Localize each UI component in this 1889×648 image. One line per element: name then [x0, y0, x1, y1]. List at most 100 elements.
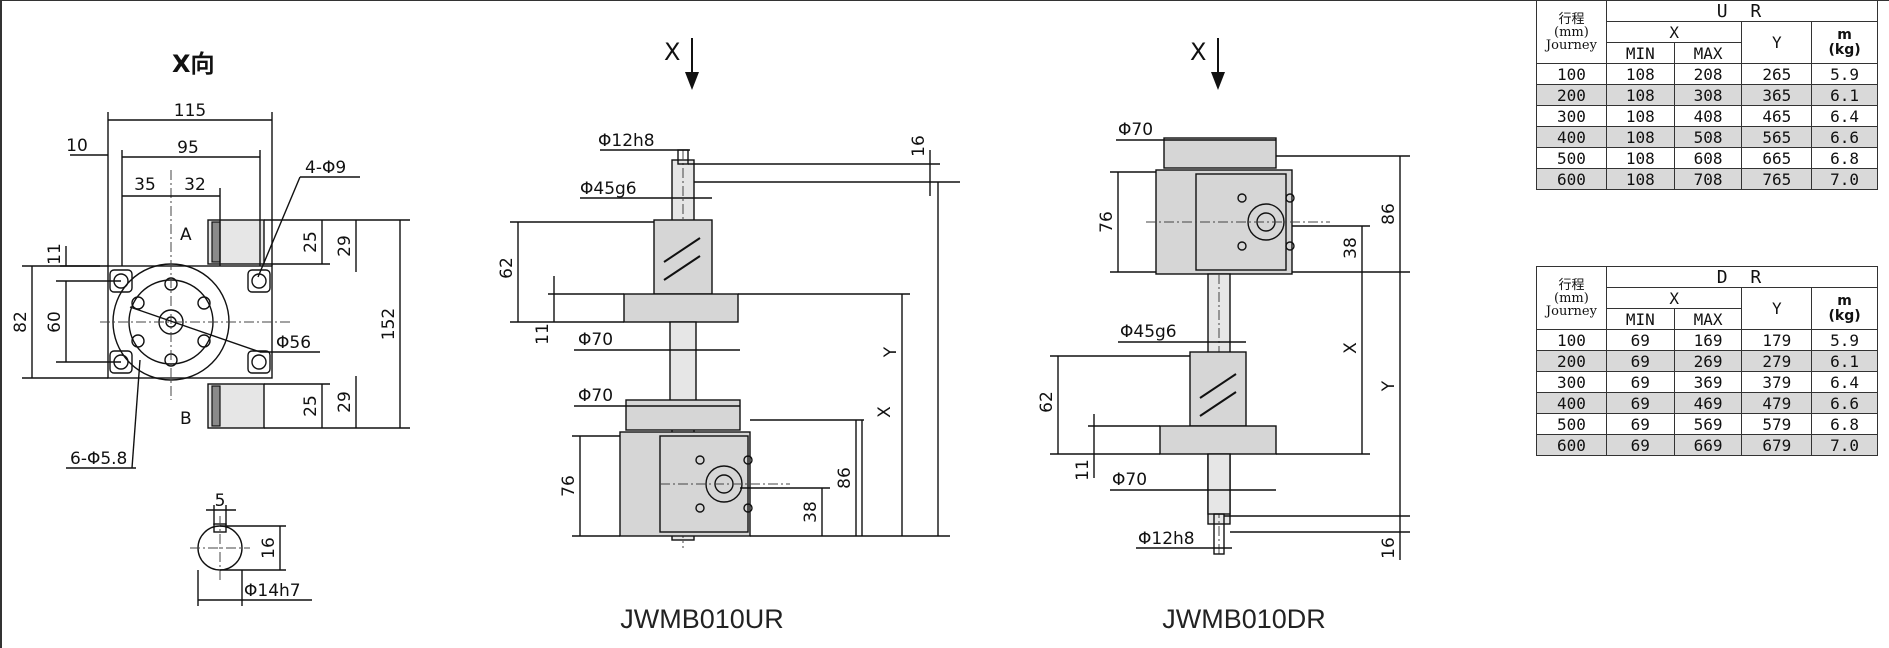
view-title: X向 — [172, 50, 215, 78]
svg-text:16: 16 — [909, 135, 929, 157]
table-cell: 69 — [1605, 413, 1675, 435]
table-cell: 400 — [1536, 392, 1607, 414]
table-cell: 200 — [1536, 350, 1607, 372]
table-cell: 408 — [1673, 105, 1743, 127]
nut-flange — [623, 293, 739, 323]
table-cell: 69 — [1605, 371, 1675, 393]
svg-text:86: 86 — [1379, 203, 1399, 225]
svg-text:95: 95 — [177, 138, 199, 158]
svg-text:Φ12h8: Φ12h8 — [1138, 529, 1195, 549]
table-cell: 5.9 — [1811, 63, 1878, 85]
table-cell: 279 — [1741, 350, 1813, 372]
svg-text:Y: Y — [1379, 380, 1399, 392]
svg-text:5: 5 — [215, 491, 226, 511]
svg-text:35: 35 — [134, 175, 156, 195]
table-cell: 169 — [1673, 329, 1743, 351]
mass-header: m(kg) — [1811, 287, 1878, 330]
svg-text:38: 38 — [801, 501, 821, 523]
min-header: MIN — [1605, 42, 1675, 64]
table-cell: 679 — [1741, 434, 1813, 456]
x-header: X — [1605, 287, 1743, 309]
table-cell: 469 — [1673, 392, 1743, 414]
x-header: X — [1605, 21, 1743, 43]
svg-text:X: X — [1341, 342, 1361, 354]
svg-text:62: 62 — [497, 257, 517, 279]
group-header: D R — [1605, 266, 1879, 288]
y-header: Y — [1741, 21, 1813, 64]
table-cell: 300 — [1536, 105, 1607, 127]
shaft-key-detail: 5 16 Φ14h7 — [190, 491, 312, 606]
svg-text:25: 25 — [301, 231, 321, 253]
table-cell: 108 — [1605, 126, 1675, 148]
stroke-header: 行程(mm)Journey — [1536, 266, 1607, 330]
svg-text:Φ45g6: Φ45g6 — [580, 179, 637, 199]
table-cell: 108 — [1605, 105, 1675, 127]
svg-text:82: 82 — [11, 311, 31, 333]
svg-text:16: 16 — [259, 537, 279, 559]
gearbox-top — [625, 399, 741, 431]
svg-text:76: 76 — [559, 475, 579, 497]
table-cell: 365 — [1741, 84, 1813, 106]
table-cell: 665 — [1741, 147, 1813, 169]
table-cell: 6.4 — [1811, 105, 1878, 127]
svg-text:10: 10 — [66, 136, 88, 156]
bolt-circle-holes — [131, 277, 211, 367]
svg-text:Y: Y — [881, 346, 901, 358]
ur-model-caption: JWMB010UR — [620, 604, 784, 634]
svg-text:11: 11 — [1073, 459, 1093, 481]
svg-text:60: 60 — [45, 311, 65, 333]
svg-text:29: 29 — [335, 235, 355, 257]
max-header: MAX — [1673, 42, 1743, 64]
table-cell: 500 — [1536, 413, 1607, 435]
table-cell: 6.6 — [1811, 392, 1878, 414]
table-cell: 608 — [1673, 147, 1743, 169]
table-cell: 179 — [1741, 329, 1813, 351]
table-cell: 69 — [1605, 350, 1675, 372]
svg-text:16: 16 — [1379, 537, 1399, 559]
table-cell: 269 — [1673, 350, 1743, 372]
svg-text:Φ70: Φ70 — [578, 330, 613, 350]
nut-body — [1189, 351, 1247, 427]
svg-text:38: 38 — [1341, 237, 1361, 259]
svg-text:11: 11 — [45, 243, 65, 265]
svg-text:Φ56: Φ56 — [276, 333, 311, 353]
table-cell: 108 — [1605, 63, 1675, 85]
svg-text:115: 115 — [174, 101, 206, 121]
table-cell: 200 — [1536, 84, 1607, 106]
table-cell: 208 — [1673, 63, 1743, 85]
svg-text:11: 11 — [533, 323, 553, 345]
svg-text:X: X — [664, 38, 680, 66]
svg-text:X: X — [1190, 38, 1206, 66]
table-cell: 265 — [1741, 63, 1813, 85]
table-cell: 6.8 — [1811, 147, 1878, 169]
table-cell: 69 — [1605, 434, 1675, 456]
svg-text:Φ70: Φ70 — [1112, 470, 1147, 490]
svg-text:76: 76 — [1097, 211, 1117, 233]
svg-text:152: 152 — [379, 308, 399, 340]
ur-view: X Φ12h8 16 Φ45g6 — [497, 38, 960, 634]
table-cell: 369 — [1673, 371, 1743, 393]
table-cell: 308 — [1673, 84, 1743, 106]
table-cell: 579 — [1741, 413, 1813, 435]
mass-header: m(kg) — [1811, 21, 1878, 64]
svg-text:Φ70: Φ70 — [1118, 120, 1153, 140]
svg-text:Φ70: Φ70 — [578, 386, 613, 406]
table-cell: 6.4 — [1811, 371, 1878, 393]
table-cell: 108 — [1605, 168, 1675, 190]
svg-text:Φ12h8: Φ12h8 — [598, 131, 655, 151]
svg-text:25: 25 — [301, 395, 321, 417]
svg-text:Φ14h7: Φ14h7 — [244, 581, 301, 601]
table-cell: 6.1 — [1811, 350, 1878, 372]
